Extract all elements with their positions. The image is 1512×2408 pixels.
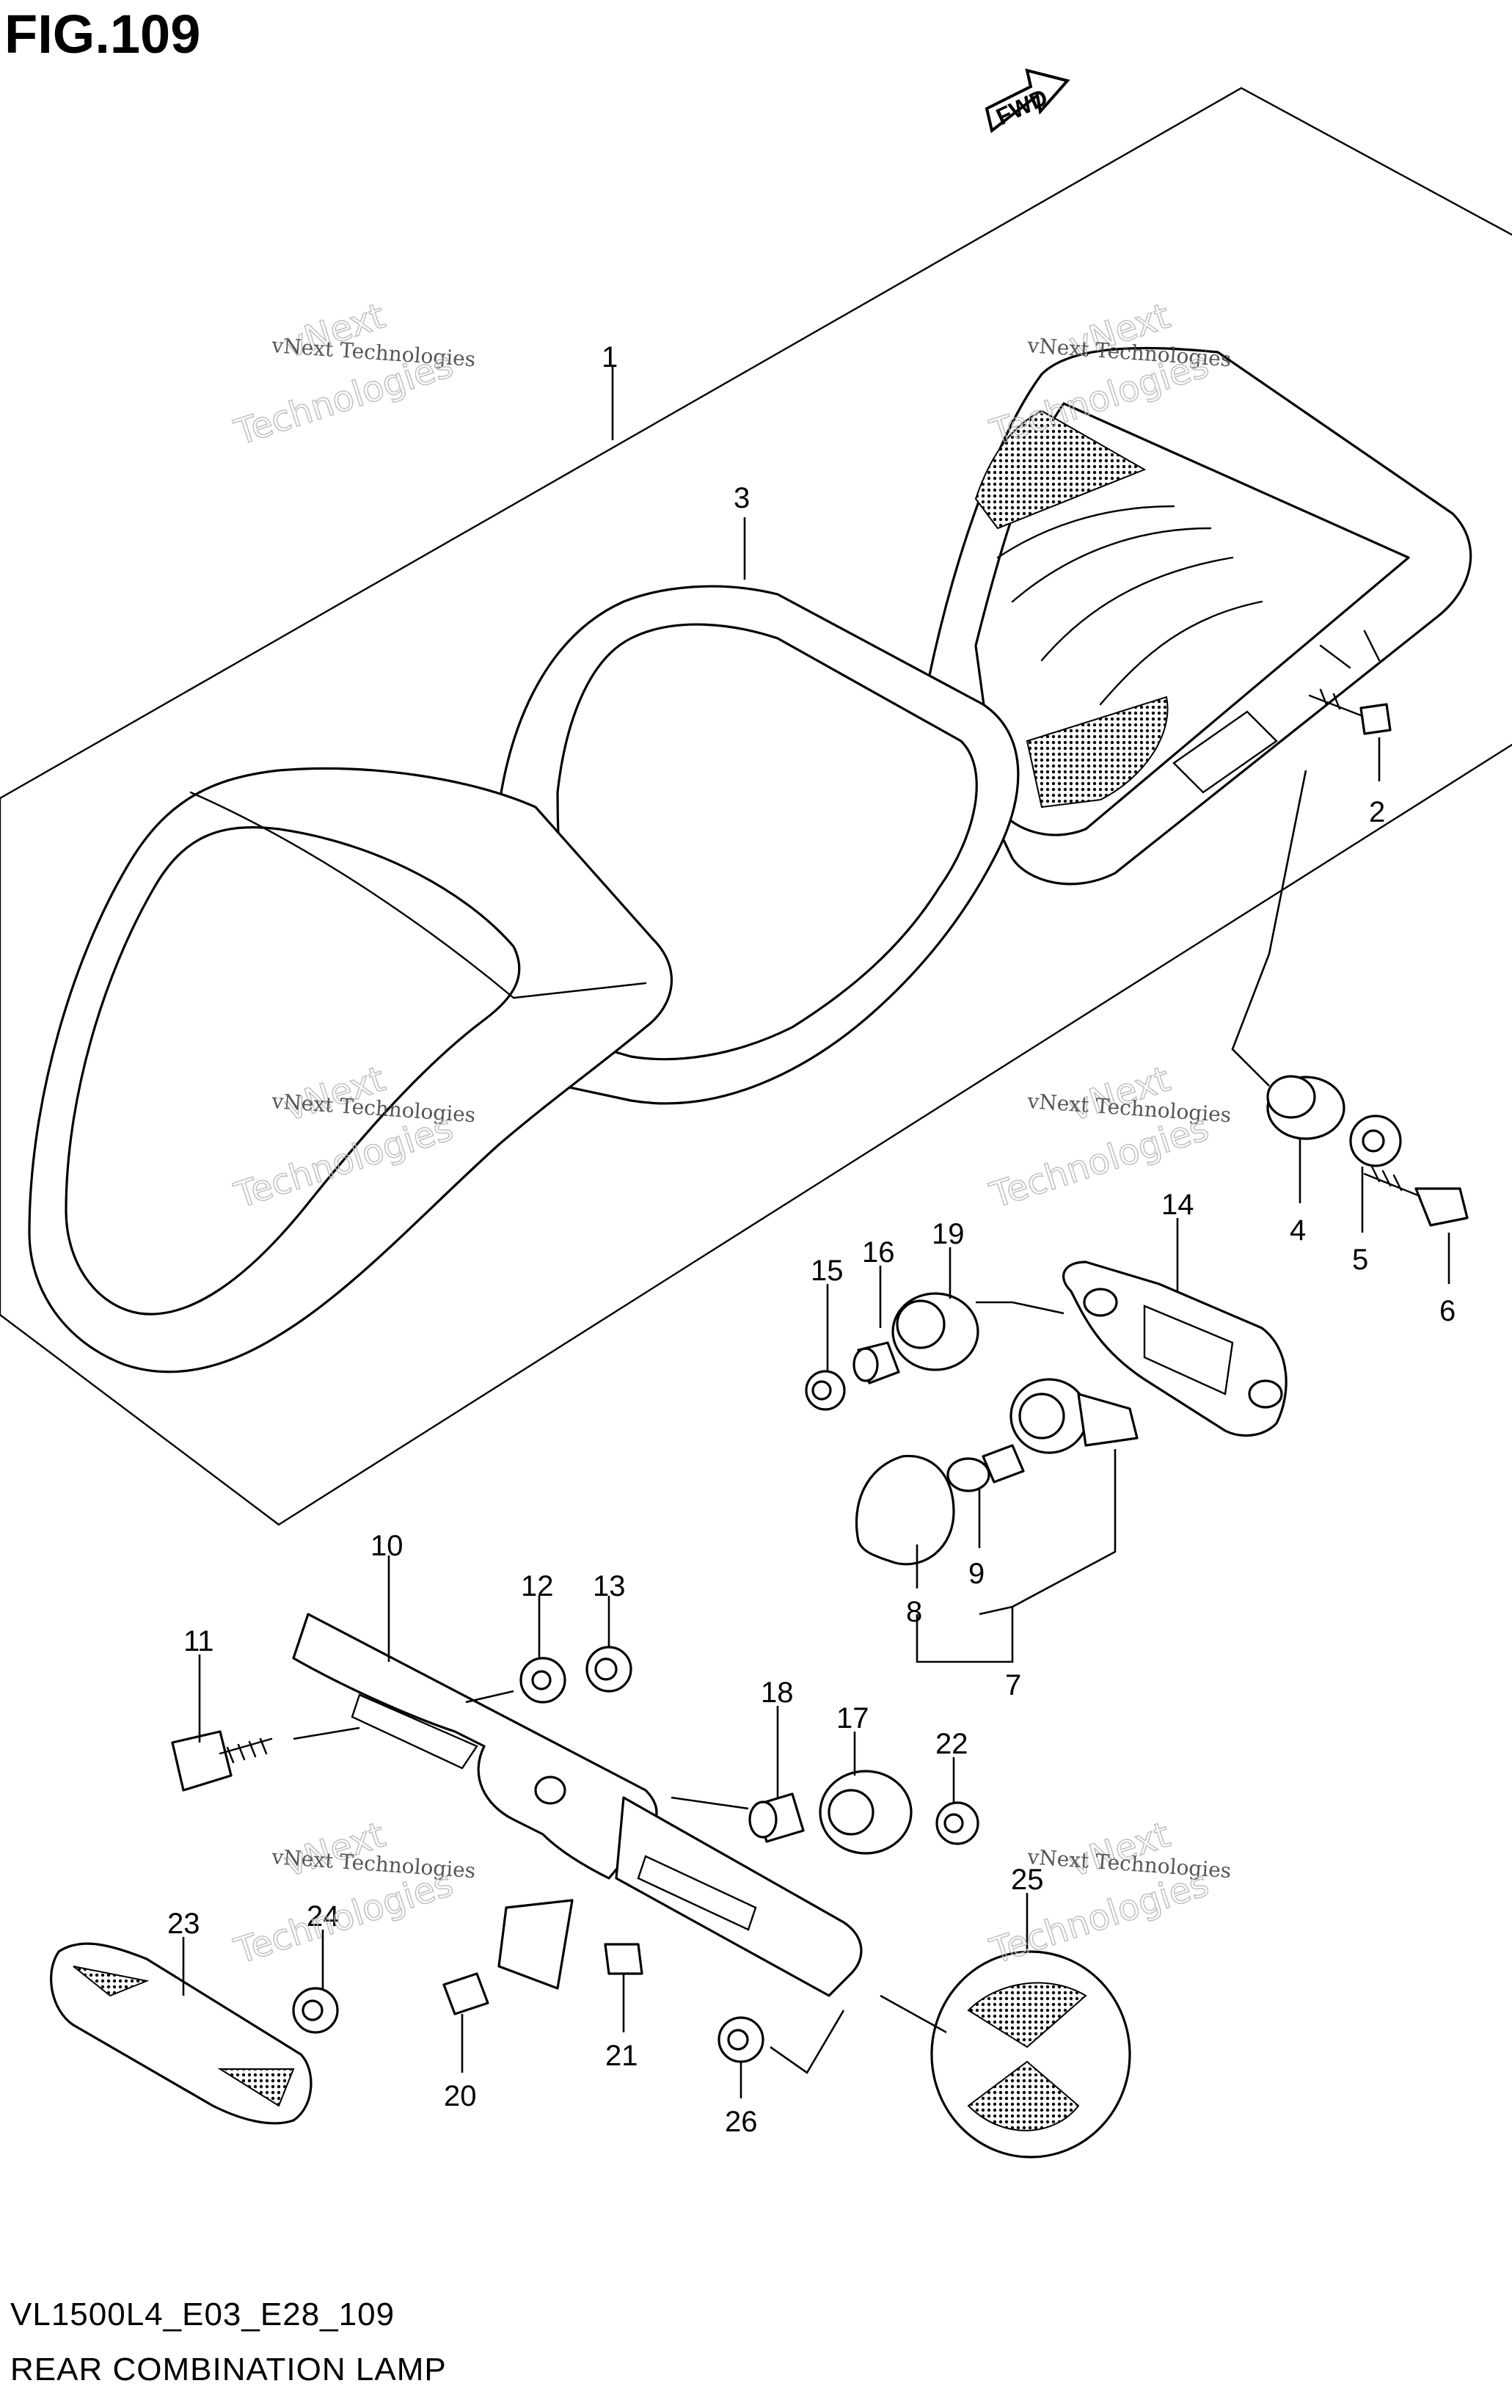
callout-10: 10 xyxy=(370,1530,403,1562)
callout-1: 1 xyxy=(602,341,618,373)
nut-13 xyxy=(585,1646,632,1693)
bolt-11 xyxy=(171,1730,273,1792)
lens-cap-8 xyxy=(855,1454,955,1566)
callout-3: 3 xyxy=(734,482,750,514)
bracket-14 xyxy=(1062,1260,1288,1437)
watermark-bottom-left: vNext vNext Technologies Technologies xyxy=(229,1814,476,1973)
callout-15: 15 xyxy=(811,1255,844,1287)
bolt-21 xyxy=(604,1943,643,1975)
callout-11: 11 xyxy=(183,1625,214,1657)
callout-23: 23 xyxy=(167,1908,200,1940)
callout-12: 12 xyxy=(521,1570,554,1602)
collar-16 xyxy=(852,1341,900,1384)
svg-text:Technologies: Technologies xyxy=(230,1863,459,1972)
side-reflector-23 xyxy=(50,1942,313,2125)
lamp-lens-housing xyxy=(927,346,1472,886)
callout-6: 6 xyxy=(1439,1295,1456,1327)
callout-5: 5 xyxy=(1352,1244,1368,1276)
screw-20 xyxy=(442,1972,489,2015)
callout-2: 2 xyxy=(1369,796,1385,828)
callout-26: 26 xyxy=(725,2106,758,2138)
callout-13: 13 xyxy=(593,1570,626,1602)
washer-5 xyxy=(1349,1114,1402,1167)
callout-20: 20 xyxy=(444,2080,477,2112)
callout-16: 16 xyxy=(862,1236,895,1269)
forward-arrow-icon: FWD xyxy=(985,68,1070,134)
callout-9: 9 xyxy=(968,1558,985,1590)
lamp-outer-rim xyxy=(28,767,673,1373)
assembly-frame xyxy=(0,87,1512,1526)
grommet-4 xyxy=(1266,1075,1345,1140)
nut-22 xyxy=(935,1801,979,1845)
callout-24: 24 xyxy=(307,1900,340,1933)
leader-lines xyxy=(182,367,1450,2098)
screw-6 xyxy=(1363,1165,1469,1227)
grommet-19 xyxy=(891,1292,979,1371)
lamp-socket-7 xyxy=(1009,1378,1139,1454)
callout-8: 8 xyxy=(906,1596,922,1628)
nut-24 xyxy=(292,1987,339,2034)
section-title: REAR COMBINATION LAMP xyxy=(10,2352,447,2387)
model-code: VL1500L4_E03_E28_109 xyxy=(10,2296,395,2332)
grommet-17 xyxy=(819,1770,913,1855)
bulb-9 xyxy=(946,1444,1025,1492)
callout-19: 19 xyxy=(932,1218,965,1250)
watermark-mid-right: vNext vNext Technologies Technologies xyxy=(985,1058,1232,1217)
figure-title: FIG.109 xyxy=(4,4,201,65)
collar-18 xyxy=(748,1792,805,1843)
nut-26 xyxy=(717,2016,764,2063)
nut-15 xyxy=(805,1370,846,1411)
washer-12 xyxy=(519,1657,566,1704)
callout-7: 7 xyxy=(1005,1669,1021,1701)
watermark-top-left: vNext vNext Technologies Technologies xyxy=(229,295,476,454)
callout-14: 14 xyxy=(1161,1189,1194,1221)
rear-reflector-25 xyxy=(930,1950,1131,2159)
screw-2 xyxy=(1308,688,1392,735)
callout-25: 25 xyxy=(1011,1864,1044,1896)
callout-17: 17 xyxy=(836,1702,869,1734)
callout-18: 18 xyxy=(761,1677,794,1709)
callout-22: 22 xyxy=(935,1728,968,1760)
callout-labels: 1 2 3 4 5 6 7 8 9 10 11 12 13 14 15 16 1… xyxy=(167,341,1456,2138)
callout-21: 21 xyxy=(605,2040,638,2072)
bracket-10 xyxy=(292,1613,863,1997)
callout-4: 4 xyxy=(1290,1214,1306,1247)
